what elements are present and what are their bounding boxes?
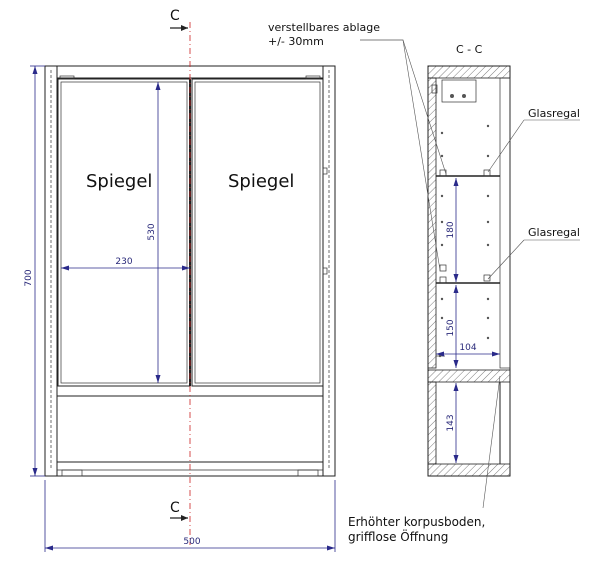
svg-text:150: 150	[446, 319, 456, 336]
section-mark-top: C	[170, 8, 188, 31]
svg-text:C: C	[170, 8, 180, 24]
mirror-door-right	[191, 78, 324, 387]
svg-text:104: 104	[459, 343, 476, 353]
svg-text:500: 500	[183, 537, 200, 547]
svg-text:530: 530	[147, 223, 157, 240]
dimension-height-total: 700	[24, 65, 45, 477]
dimension-shelf-spacing: 180	[446, 178, 459, 282]
mirror-door-left	[57, 78, 191, 387]
dimension-bottom-space: 143	[446, 383, 459, 463]
glass-shelf-lower	[436, 264, 500, 284]
mirror-left-label: Spiegel	[86, 171, 152, 192]
raised-bottom	[427, 369, 511, 383]
svg-text:700: 700	[24, 269, 34, 286]
adjustable-shelf-label-1: verstellbares ablage	[268, 21, 380, 34]
raised-bottom-label-1: Erhöhter korpusboden,	[348, 515, 485, 529]
glass-shelf-upper-label: Glasregal	[528, 107, 580, 120]
section-view: C - C	[268, 21, 580, 544]
dimension-half-width: 230	[61, 257, 190, 271]
front-view: C C Spiegel Spiegel 700 500	[24, 8, 336, 552]
glass-shelf-upper	[436, 169, 500, 177]
dimension-mirror-height: 530	[147, 82, 161, 383]
mirror-right-label: Spiegel	[228, 171, 294, 192]
svg-text:230: 230	[115, 257, 132, 267]
svg-text:C: C	[170, 500, 180, 516]
svg-text:180: 180	[446, 221, 456, 238]
raised-bottom-label-2: grifflose Öffnung	[348, 528, 448, 544]
adjustable-shelf-label-2: +/- 30mm	[268, 35, 324, 48]
dimension-lower-spacing: 150	[446, 285, 459, 368]
section-title: C - C	[456, 43, 483, 56]
dimension-width-total: 500	[44, 480, 336, 552]
svg-text:143: 143	[446, 414, 456, 431]
dimension-depth: 104	[436, 343, 500, 357]
section-mark-bottom: C	[170, 500, 188, 521]
glass-shelf-lower-label: Glasregal	[528, 226, 580, 239]
